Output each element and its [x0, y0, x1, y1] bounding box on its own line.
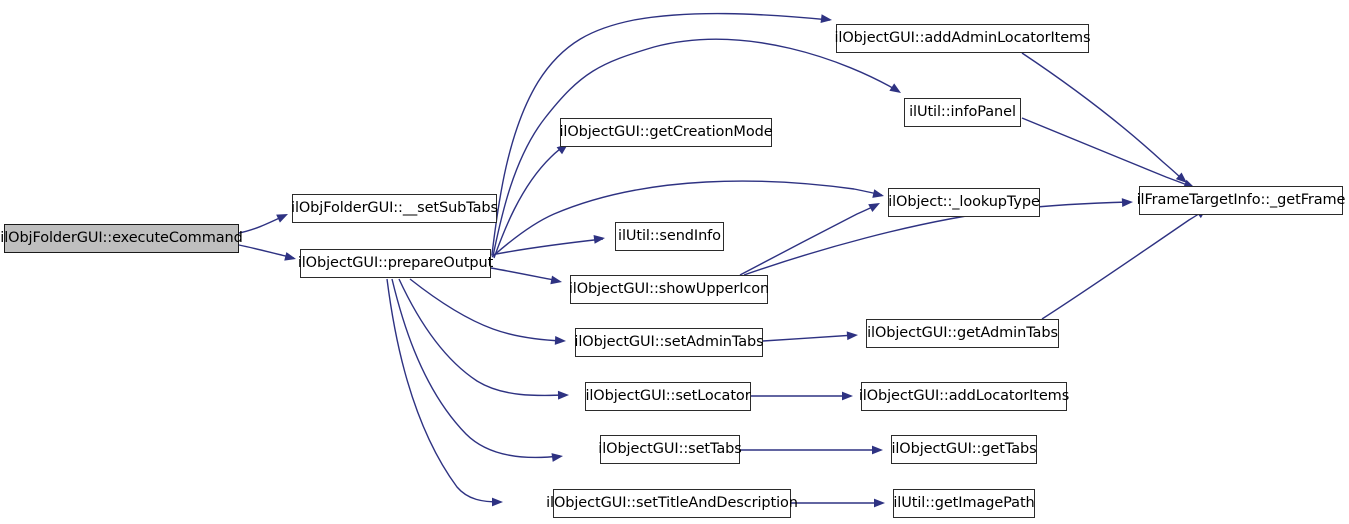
arrow-heads	[276, 14, 1207, 508]
edge-prepareOutput-to-showUpperIcon	[490, 267, 560, 282]
arrowhead-setTabs	[551, 453, 563, 462]
edge-prepareOutput-to-setTabs	[391, 278, 561, 459]
node-label-infoPanel: ilUtil::infoPanel	[909, 104, 1016, 121]
node-label-setSubTabs: ilObjFolderGUI::__setSubTabs	[291, 200, 498, 217]
node-label-setTitleAndDescription: ilObjectGUI::setTitleAndDescription	[546, 495, 798, 512]
edge-showUpperIcon-to-lookupType	[739, 204, 878, 276]
edge-prepareOutput-to-getCreationMode	[493, 144, 567, 259]
node-infoPanel[interactable]: ilUtil::infoPanel	[904, 98, 1021, 127]
node-label-lookupType: ilObject::_lookupType	[888, 194, 1040, 211]
node-label-showUpperIcon: ilObjectGUI::showUpperIcon	[568, 281, 770, 298]
node-label-addLocatorItems: ilObjectGUI::addLocatorItems	[858, 388, 1070, 405]
node-label-addAdminLocatorItems: ilObjectGUI::addAdminLocatorItems	[834, 30, 1091, 47]
arrowhead-lookupType-top	[872, 189, 884, 198]
node-label-getFrame: ilFrameTargetInfo::_getFrame	[1136, 192, 1346, 209]
edge-prepareOutput-to-setTitleAndDescription	[386, 278, 501, 503]
edge-setAdminTabs-to-getAdminTabs	[762, 334, 856, 342]
arrowhead-infoPanel	[889, 83, 901, 93]
arrowhead-setTitleAndDescription	[492, 497, 503, 507]
arrowhead-getFrame-from-admin	[1175, 172, 1187, 183]
node-label-sendInfo: ilUtil::sendInfo	[618, 228, 721, 245]
node-label-setAdminTabs: ilObjectGUI::setAdminTabs	[574, 334, 764, 351]
arrowhead-getAdminTabs	[846, 331, 858, 341]
edge-prepareOutput-to-lookupType	[491, 180, 883, 258]
node-showUpperIcon[interactable]: ilObjectGUI::showUpperIcon	[568, 275, 770, 304]
node-addAdminLocatorItems[interactable]: ilObjectGUI::addAdminLocatorItems	[834, 24, 1091, 53]
node-getImagePath[interactable]: ilUtil::getImagePath	[893, 489, 1035, 518]
arrowhead-showUpperIcon	[550, 275, 562, 285]
node-getTabs[interactable]: ilObjectGUI::getTabs	[891, 435, 1037, 464]
node-executeCommand[interactable]: ilObjFolderGUI::executeCommand	[0, 224, 243, 253]
arrowhead-setAdminTabs	[554, 336, 566, 345]
arrowhead-getFrame-from-info	[1183, 179, 1195, 188]
arrowhead-addAdminLocatorItems	[820, 14, 832, 24]
arrowhead-lookupType-bottom	[868, 203, 880, 213]
node-lookupType[interactable]: ilObject::_lookupType	[888, 188, 1040, 217]
edge-prepareOutput-to-sendInfo	[490, 238, 604, 256]
edge-prepareOutput-to-setLocator	[398, 278, 567, 397]
arrowhead-getFrame-from-upper	[1121, 198, 1133, 207]
edge-prepareOutput-to-infoPanel	[492, 38, 899, 257]
edge-prepareOutput-to-addAdminLocatorItems	[491, 12, 831, 255]
node-prepareOutput[interactable]: ilObjectGUI::prepareOutput	[297, 249, 494, 278]
edge-prepareOutput-to-setAdminTabs	[409, 278, 564, 342]
node-setTabs[interactable]: ilObjectGUI::setTabs	[598, 435, 742, 464]
node-label-getCreationMode: ilObjectGUI::getCreationMode	[559, 124, 773, 141]
node-getCreationMode[interactable]: ilObjectGUI::getCreationMode	[559, 118, 773, 147]
arrowhead-getImagePath	[874, 498, 885, 508]
node-label-setLocator: ilObjectGUI::setLocator	[585, 388, 751, 405]
node-label-prepareOutput: ilObjectGUI::prepareOutput	[297, 255, 494, 272]
edge-addAdminLocatorItems-to-getFrame	[1021, 52, 1184, 181]
node-setLocator[interactable]: ilObjectGUI::setLocator	[585, 382, 751, 411]
node-addLocatorItems[interactable]: ilObjectGUI::addLocatorItems	[858, 382, 1070, 411]
node-label-executeCommand: ilObjFolderGUI::executeCommand	[0, 230, 243, 247]
node-label-getAdminTabs: ilObjectGUI::getAdminTabs	[867, 325, 1058, 342]
arrowhead-setLocator	[557, 390, 569, 400]
arrowhead-getTabs	[872, 445, 883, 455]
node-label-getImagePath: ilUtil::getImagePath	[893, 495, 1035, 512]
edge-infoPanel-to-getFrame	[1021, 117, 1191, 187]
node-getFrame[interactable]: ilFrameTargetInfo::_getFrame	[1136, 186, 1346, 215]
node-setTitleAndDescription[interactable]: ilObjectGUI::setTitleAndDescription	[546, 489, 798, 518]
node-getAdminTabs[interactable]: ilObjectGUI::getAdminTabs	[866, 319, 1059, 348]
node-setSubTabs[interactable]: ilObjFolderGUI::__setSubTabs	[291, 194, 498, 223]
edge-getAdminTabs-to-getFrame	[1041, 210, 1204, 320]
arrowhead-sendInfo	[593, 234, 605, 244]
node-sendInfo[interactable]: ilUtil::sendInfo	[615, 222, 724, 251]
node-label-setTabs: ilObjectGUI::setTabs	[598, 441, 742, 458]
node-label-getTabs: ilObjectGUI::getTabs	[891, 441, 1037, 458]
node-setAdminTabs[interactable]: ilObjectGUI::setAdminTabs	[574, 328, 764, 357]
arrowhead-addLocatorItems	[842, 391, 853, 401]
arrowhead-setSubTabs	[276, 214, 288, 223]
arrowhead-prepareOutput	[284, 252, 296, 261]
